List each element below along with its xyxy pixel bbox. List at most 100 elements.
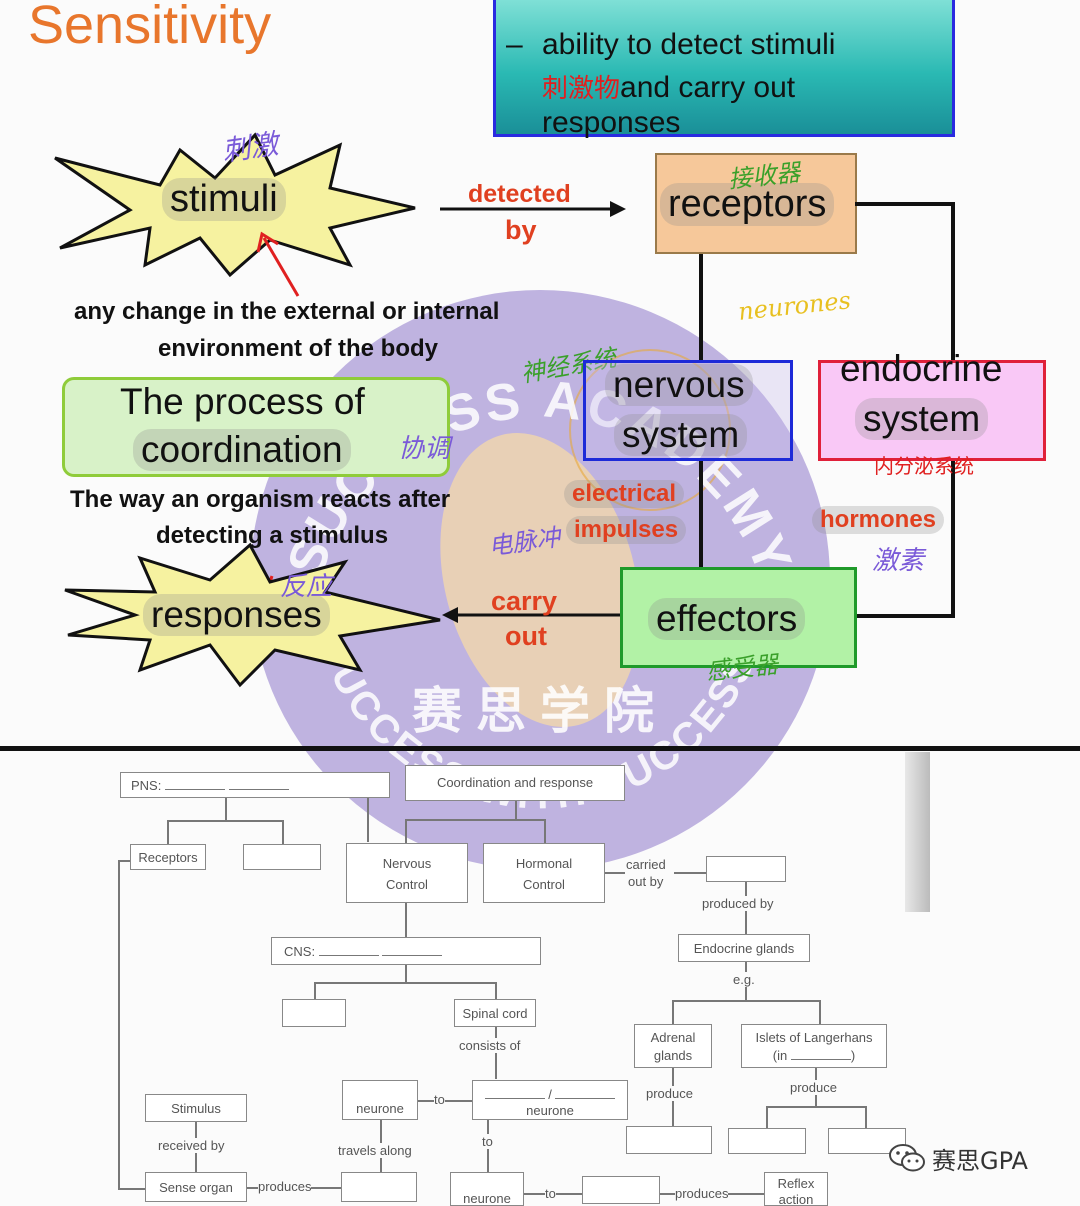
responses-label: responses: [143, 594, 330, 636]
by-label: by: [505, 215, 537, 245]
islets-blank: [790, 1051, 851, 1060]
blank-box: [282, 999, 346, 1027]
definition-cn: 刺激物: [542, 74, 621, 104]
adrenal-box: Adrenal glands: [634, 1024, 712, 1068]
ws-line: [819, 1000, 821, 1024]
electrical-label: electrical: [564, 480, 685, 508]
ws-line: [865, 1106, 867, 1128]
neurone-label-1: neurone: [356, 1101, 404, 1116]
receptors-box: [655, 153, 857, 254]
responses-starburst: [64, 542, 441, 688]
cns-blank-1: [318, 947, 379, 956]
nervous-control-label-2: Control: [386, 877, 428, 892]
neurone-label-2: neurone: [526, 1103, 574, 1118]
eg-label: e.g.: [733, 972, 755, 987]
out-label: out: [505, 621, 547, 651]
stimuli-starburst: [54, 132, 416, 278]
reflex-label-2: action: [778, 1192, 814, 1206]
ws-line: [766, 1106, 866, 1108]
sense-organ-box: Sense organ: [145, 1172, 247, 1202]
cns-box: CNS:: [271, 937, 541, 965]
watermark-cn-text: 赛思学院: [412, 682, 668, 740]
coordination-label: Coordination and response: [436, 775, 594, 790]
ws-line: [544, 819, 546, 843]
neurone-box-3: neurone: [450, 1172, 524, 1206]
ws-line: [405, 965, 407, 982]
process-box: [62, 377, 450, 477]
carried-label-1: carried: [626, 857, 666, 872]
ws-line: [167, 820, 283, 822]
ws-line: [672, 1000, 820, 1002]
nervous-system-box: [583, 360, 793, 461]
stimulus-label: Stimulus: [171, 1101, 221, 1116]
produce-label-2: produce: [790, 1080, 837, 1095]
ws-line: [118, 1188, 146, 1190]
islets-box: Islets of Langerhans (in ): [741, 1024, 887, 1068]
ws-line: [282, 820, 284, 844]
pns-box: PNS:: [120, 772, 390, 798]
receptors-note: 接收器: [726, 158, 802, 194]
ws-line: [225, 798, 227, 820]
cns-label: CNS:: [284, 944, 316, 959]
ws-line: [515, 801, 517, 819]
stimulus-box: Stimulus: [145, 1094, 247, 1122]
blank-box: [341, 1172, 417, 1202]
blank-box: [626, 1126, 712, 1154]
ws-line: [118, 860, 130, 862]
definition-line3: responses: [542, 106, 681, 139]
process-label-2: coordination: [133, 429, 351, 471]
blank-box: [728, 1128, 806, 1154]
hormonal-control-label-2: Control: [523, 877, 565, 892]
ws-line: [405, 819, 407, 843]
coordination-box: Coordination and response: [405, 765, 625, 801]
sense-organ-label: Sense organ: [159, 1180, 233, 1195]
impulses-label: impulses: [566, 516, 687, 544]
ws-line: [314, 982, 496, 984]
neurone-box-2: / neurone: [472, 1080, 628, 1120]
receptors-label: receptors: [660, 183, 835, 226]
ws-line: [167, 820, 169, 844]
wechat-icon: [889, 1144, 925, 1172]
nervous-control-label-1: Nervous: [382, 856, 432, 871]
connector-effectors-right: [855, 614, 955, 618]
process-def-line2: detecting a stimulus: [156, 522, 389, 549]
endocrine-label-1: endocrine: [840, 348, 1003, 389]
connector-receptors-right: [855, 202, 955, 206]
detected-arrow: [440, 201, 626, 217]
hormones-label: hormones: [812, 506, 945, 534]
blank-box: [706, 856, 786, 882]
process-label-1: The process of: [120, 381, 365, 422]
hormonal-control-box: Hormonal Control: [483, 843, 605, 903]
ws-line: [672, 1000, 674, 1024]
connector-nervous-effectors: [699, 460, 703, 568]
ws-line: [118, 860, 120, 1190]
produce-label-1: produce: [646, 1086, 693, 1101]
hormones-note: 激素: [872, 546, 925, 576]
cns-blank-2: [382, 947, 443, 956]
ws-line: [495, 1027, 497, 1079]
slide-title: Sensitivity: [28, 0, 272, 55]
to-label-3: to: [545, 1186, 556, 1201]
neurone-label-3: neurone: [463, 1191, 511, 1206]
receptors-ws-label: Receptors: [138, 850, 198, 865]
produces-label-1: produces: [258, 1179, 312, 1194]
islets-label-1: Islets of Langerhans: [755, 1030, 873, 1045]
nervous-label-2: system: [614, 414, 748, 456]
definition-bullet: –: [506, 28, 523, 61]
connector-receptors-nervous: [699, 254, 703, 362]
to-label-1: to: [434, 1092, 445, 1107]
endocrine-note: 内分泌系统: [874, 454, 974, 478]
pns-blank-1: [164, 781, 225, 790]
endocrine-glands-box: Endocrine glands: [678, 934, 810, 962]
nervous-label-1: nervous: [605, 364, 753, 406]
produced-by-label: produced by: [702, 896, 774, 911]
neurone-box-1: neurone: [342, 1080, 418, 1120]
section-divider: [0, 746, 1080, 751]
neurone-blank-2: [555, 1090, 616, 1099]
consists-of-label: consists of: [459, 1038, 521, 1053]
ws-line: [314, 982, 316, 999]
definition-line1: ability to detect stimuli: [542, 28, 836, 61]
brand-badge: 赛思GPA: [888, 1140, 1028, 1176]
carried-label-2: out by: [628, 874, 664, 889]
process-def-line1: The way an organism reacts after: [70, 486, 451, 513]
